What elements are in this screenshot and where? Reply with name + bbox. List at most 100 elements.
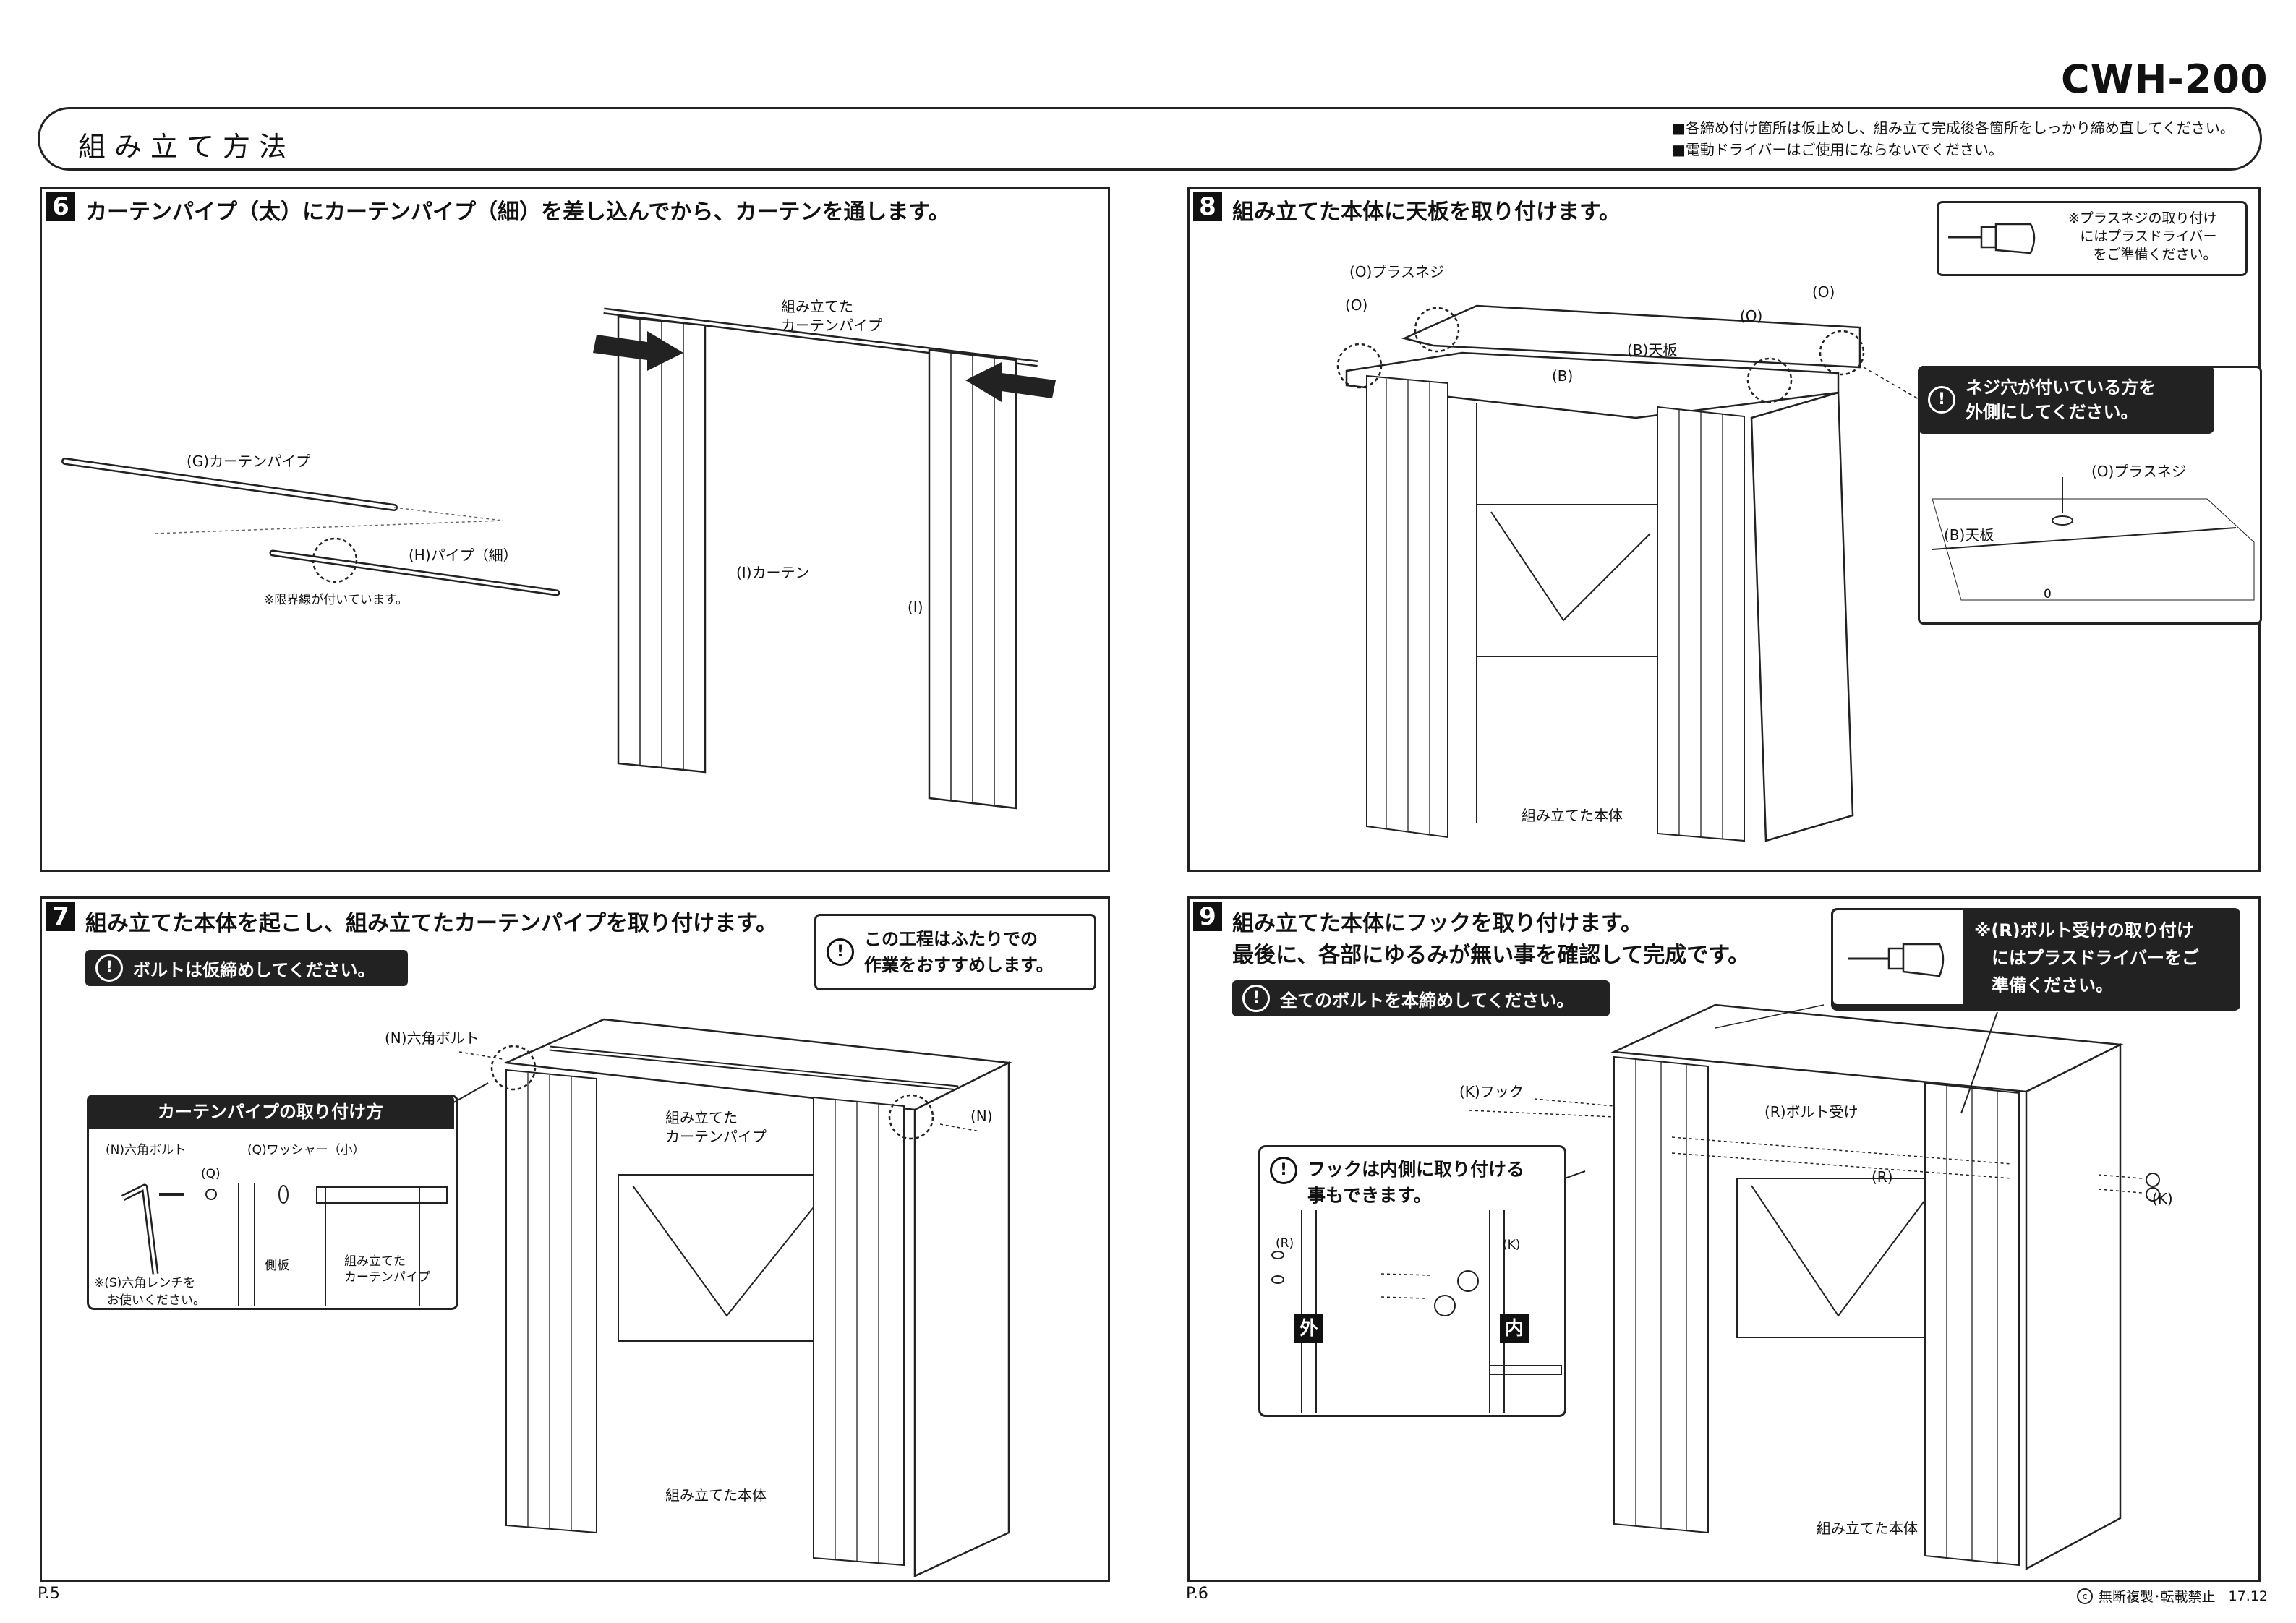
step-7-warning-text: ボルトは仮締めしてください。 bbox=[133, 959, 375, 980]
label-b: (B) bbox=[1552, 367, 1574, 385]
label-main-pipe-1: 組み立てた bbox=[665, 1109, 738, 1126]
label-hook-k: (K)フック bbox=[1459, 1083, 1524, 1100]
step-8-note-line-3: をご準備ください。 bbox=[2093, 247, 2217, 262]
step-7-note: ! この工程はふたりでの 作業をおすすめします。 bbox=[814, 914, 1096, 990]
step-7-title: 組み立てた本体を起こし、組み立てたカーテンパイプを取り付けます。 bbox=[85, 911, 777, 936]
step-9-note-line-2: にはプラスドライバーをご bbox=[1992, 948, 2200, 968]
label-bolt-n-main: (N)六角ボルト bbox=[385, 1029, 479, 1047]
label-inset-bolt-n: (N)六角ボルト bbox=[106, 1143, 186, 1157]
label-assembled-pipe-2: カーテンパイプ bbox=[781, 317, 882, 334]
step-7-warning: ! ボルトは仮締めしてください。 bbox=[85, 950, 408, 986]
step-9-warning-text: 全てのボルトを本締めしてください。 bbox=[1280, 990, 1574, 1011]
label-wrench-2: お使いください。 bbox=[107, 1293, 205, 1308]
label-k-1: (K) bbox=[2152, 1190, 2173, 1207]
warning-icon: ! bbox=[1928, 386, 1955, 414]
label-assembled-pipe-1: 組み立てた bbox=[781, 298, 853, 315]
label-inset-k: (K) bbox=[1503, 1238, 1521, 1252]
step-7-inset-drawing bbox=[121, 1183, 448, 1306]
step-9-title-line-2: 最後に、各部にゆるみが無い事を確認して完成です。 bbox=[1232, 943, 1750, 968]
label-wrench-1: ※(S)六角レンチを bbox=[94, 1276, 196, 1290]
label-inset-board: (B)天板 bbox=[1944, 526, 1994, 544]
step-8-warning-line-2: 外側にしてください。 bbox=[1966, 402, 2138, 422]
screwdriver-icon bbox=[1948, 223, 2036, 254]
header-bar bbox=[38, 107, 2262, 171]
step-9-panel bbox=[1187, 896, 2261, 1582]
label-inset-r: (R) bbox=[1276, 1236, 1294, 1251]
step-7-inset-title: カーテンパイプの取り付け方 bbox=[87, 1095, 454, 1129]
label-inset-zero: 0 bbox=[2044, 587, 2052, 601]
step-8-illustration bbox=[1336, 304, 1924, 842]
step-6-number: 6 bbox=[46, 192, 75, 221]
step-8-warning-line-1: ネジ穴が付いている方を bbox=[1966, 377, 2156, 398]
warning-icon: ! bbox=[827, 938, 854, 966]
inside-badge: 内 bbox=[1500, 1314, 1529, 1343]
step-7-number: 7 bbox=[46, 902, 75, 931]
step-8-number: 8 bbox=[1193, 192, 1222, 221]
step-8-title: 組み立てた本体に天板を取り付けます。 bbox=[1232, 200, 1621, 225]
step-9-illustration bbox=[1469, 1003, 2160, 1571]
label-pipe-h: (H)パイプ（細） bbox=[409, 547, 518, 564]
step-9-note-line-1: ※(R)ボルト受けの取り付け bbox=[1974, 920, 2194, 941]
label-pipe-g: (G)カーテンパイプ bbox=[187, 453, 311, 470]
label-o-3: (O) bbox=[1812, 283, 1835, 301]
label-o-2: (O) bbox=[1740, 307, 1763, 325]
label-inset-q: (Q) bbox=[201, 1167, 221, 1181]
label-main-pipe-2: カーテンパイプ bbox=[665, 1128, 767, 1145]
step-8-warning: ! ネジ穴が付いている方を 外側にしてください。 bbox=[1918, 366, 2214, 434]
label-bolt-r: (R)ボルト受け bbox=[1764, 1103, 1858, 1121]
label-body-9: 組み立てた本体 bbox=[1817, 1520, 1918, 1537]
outside-badge: 外 bbox=[1294, 1314, 1323, 1343]
step-7-illustration bbox=[409, 1018, 1012, 1577]
warning-icon: ! bbox=[1242, 985, 1270, 1012]
warning-icon: ! bbox=[1270, 1157, 1297, 1184]
label-limit-line: ※限界線が付いています。 bbox=[264, 593, 409, 607]
label-side-panel: 側板 bbox=[265, 1259, 289, 1273]
step-9-number: 9 bbox=[1193, 902, 1222, 931]
revision-date: 17.12 bbox=[2228, 1588, 2268, 1604]
label-inset-asm-pipe-1: 組み立てた bbox=[344, 1254, 406, 1269]
step-9-warning: ! 全てのボルトを本締めしてください。 bbox=[1232, 980, 1610, 1016]
label-inset-asm-pipe-2: カーテンパイプ bbox=[344, 1270, 430, 1285]
step-8-note-text: ※プラスネジの取り付け にはプラスドライバー をご準備ください。 bbox=[2068, 210, 2217, 264]
step-6-title: カーテンパイプ（太）にカーテンパイプ（細）を差し込んでから、カーテンを通します。 bbox=[85, 200, 950, 225]
label-r-1: (R) bbox=[1872, 1168, 1893, 1186]
label-o-1: (O) bbox=[1345, 296, 1368, 314]
label-body-8: 組み立てた本体 bbox=[1522, 807, 1623, 824]
step-9-title-line-1: 組み立てた本体にフックを取り付けます。 bbox=[1232, 911, 1642, 936]
page-title: 組み立て方法 bbox=[78, 131, 296, 163]
model-number: CWH-200 bbox=[2061, 56, 2269, 102]
note-line-2: ■電動ドライバーはご使用にならないでください。 bbox=[1672, 141, 2003, 158]
step-9-note-text: ※(R)ボルト受けの取り付け にはプラスドライバーをご 準備ください。 bbox=[1974, 917, 2199, 999]
copyright-icon: c bbox=[2077, 1588, 2093, 1604]
page-number-right: P.6 bbox=[1186, 1585, 1208, 1603]
step-9-inset-line-1: フックは内側に取り付ける bbox=[1307, 1159, 1525, 1180]
step-7-note-line-1: この工程はふたりでの bbox=[864, 929, 1038, 949]
step-9-inset bbox=[1258, 1145, 1566, 1417]
page-number-left: P.5 bbox=[38, 1585, 60, 1603]
label-curtain: (I)カーテン bbox=[736, 564, 810, 581]
label-inset-washer: (Q)ワッシャー（小） bbox=[247, 1143, 365, 1157]
step-9-note-line-3: 準備ください。 bbox=[1992, 975, 2113, 995]
screwdriver-icon bbox=[1848, 943, 1945, 977]
step-6-illustration bbox=[61, 307, 1056, 810]
header-notes: ■各締め付け箇所は仮止めし、組み立て完成後各箇所をしっかり締め直してください。 … bbox=[1672, 117, 2235, 160]
note-line-1: ■各締め付け箇所は仮止めし、組み立て完成後各箇所をしっかり締め直してください。 bbox=[1672, 119, 2235, 137]
step-8-inset-drawing bbox=[1932, 477, 2255, 601]
label-body-7: 組み立てた本体 bbox=[665, 1486, 767, 1504]
step-9-inset-header: ! フックは内側に取り付ける 事もできます。 bbox=[1270, 1157, 1524, 1209]
step-7-note-line-2: 作業をおすすめします。 bbox=[864, 955, 1054, 975]
label-curtain-i: (I) bbox=[908, 599, 923, 616]
step-9-inset-drawing bbox=[1271, 1210, 1562, 1413]
label-screw-o-top: (O)プラスネジ bbox=[1349, 263, 1444, 281]
step-9-inset-line-2: 事もできます。 bbox=[1307, 1185, 1432, 1206]
copyright-notice: c 無断複製･転載禁止 17.12 bbox=[2077, 1586, 2268, 1606]
step-7-panel bbox=[40, 896, 1110, 1582]
step-8-note-line-1: ※プラスネジの取り付け bbox=[2068, 210, 2217, 226]
warning-icon: ! bbox=[95, 954, 123, 982]
label-n-right: (N) bbox=[970, 1108, 993, 1125]
label-board-b: (B)天板 bbox=[1627, 341, 1678, 359]
step-6-panel bbox=[40, 187, 1110, 872]
label-inset-screw: (O)プラスネジ bbox=[2091, 463, 2186, 480]
copyright-text: 無断複製･転載禁止 bbox=[2099, 1589, 2216, 1605]
step-8-note-line-2: にはプラスドライバー bbox=[2080, 228, 2217, 244]
